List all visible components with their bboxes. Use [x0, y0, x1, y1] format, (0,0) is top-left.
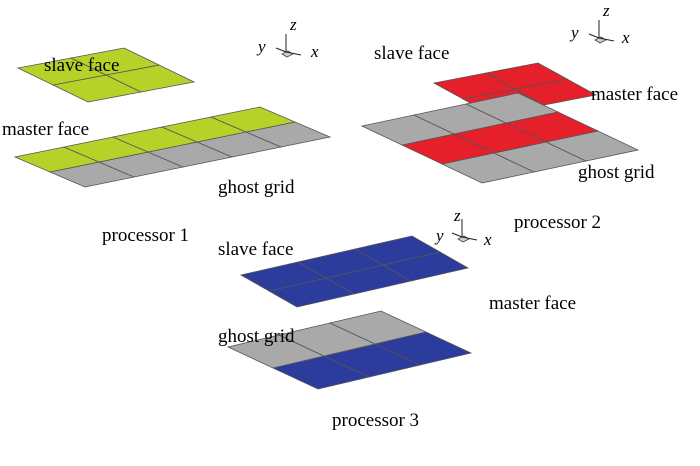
p1-axis-triad-axis-x — [285, 51, 302, 56]
p3-axis-z-label: z — [454, 206, 461, 225]
p2-axis-y-label: y — [571, 23, 579, 42]
p2-axis-triad — [588, 20, 615, 44]
p1-slave-face-cell — [69, 47, 161, 76]
p2-axis-triad-axis-y — [588, 33, 600, 39]
p3-master-face — [226, 310, 473, 390]
p2-master-face — [360, 92, 640, 184]
p3-master-face-label: master face — [489, 293, 577, 314]
p2-axis-z-label: z — [603, 1, 610, 20]
p2-master-face-label: master face — [591, 84, 679, 105]
p1-axis-x-label: x — [311, 42, 319, 61]
p2-slave-face-label: slave face — [374, 43, 450, 64]
p2-master-face-cell — [464, 92, 560, 124]
p1-slave-face — [16, 47, 196, 103]
p1-ghost-grid-label: ghost grid — [218, 177, 295, 198]
p1-master-face-cell — [209, 106, 297, 133]
p1-slave-face-label: slave face — [44, 55, 120, 76]
p1-master-face — [13, 106, 332, 188]
p1-axis-z-label: z — [290, 15, 297, 34]
p3-axis-triad-axis-x — [461, 236, 478, 241]
p3-slave-face-cell — [353, 235, 442, 266]
p1-processor-label: processor 1 — [102, 225, 190, 246]
p3-slave-face-label: slave face — [218, 239, 294, 260]
p3-axis-x-label: x — [484, 230, 492, 249]
p3-master-face-cell — [328, 310, 428, 345]
p2-ghost-grid-label: ghost grid — [578, 162, 655, 183]
p2-processor-label: processor 2 — [514, 212, 602, 233]
p3-axis-triad — [451, 219, 478, 243]
p1-axis-triad-axis-y — [275, 47, 287, 53]
p2-axis-triad-axis-x — [598, 37, 615, 42]
p1-master-face-label: master face — [2, 119, 90, 140]
p3-axis-triad-axis-y — [451, 232, 463, 238]
p3-ghost-grid-label: ghost grid — [218, 326, 295, 347]
p1-axis-triad — [275, 34, 302, 58]
p3-processor-label: processor 3 — [332, 410, 420, 431]
p3-axis-y-label: y — [436, 226, 444, 245]
p2-axis-x-label: x — [622, 28, 630, 47]
p3-slave-face — [239, 235, 470, 308]
p1-axis-y-label: y — [258, 37, 266, 56]
p2-slave-face-cell — [484, 62, 569, 90]
